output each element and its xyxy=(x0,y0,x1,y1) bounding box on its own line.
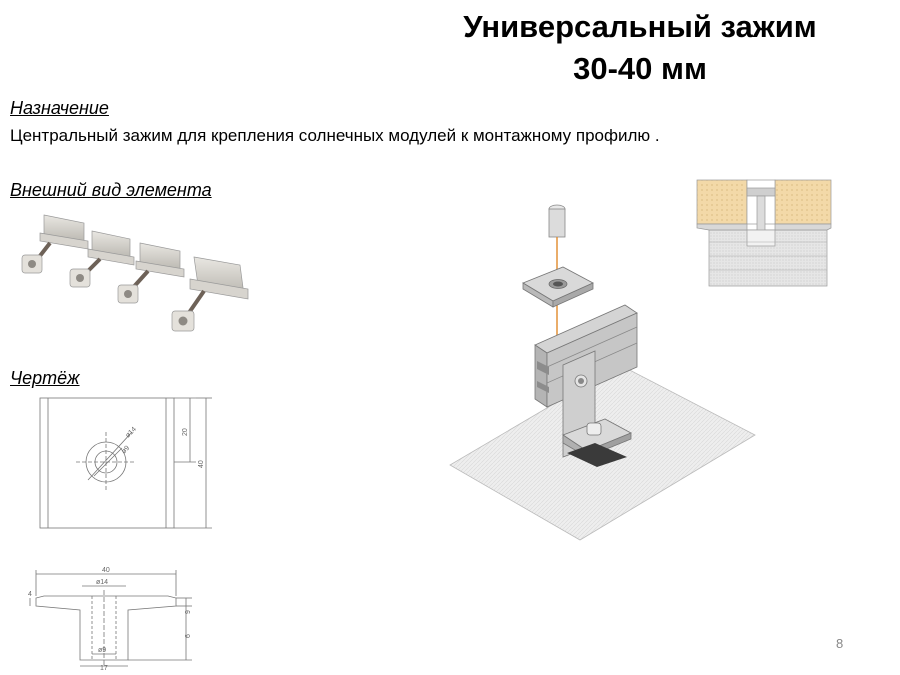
title-line-2: 30-40 мм xyxy=(573,51,707,86)
drawing-heading: Чертёж xyxy=(10,368,80,388)
drawing-side-view: 40 ø14 9 6 4 ø9 17 xyxy=(28,567,192,671)
l-bracket xyxy=(562,350,632,467)
clamp-item xyxy=(21,214,89,274)
dim-40-label: 40 xyxy=(102,567,110,574)
dim-17-label: 17 xyxy=(100,665,108,671)
assembly-illustration xyxy=(449,204,756,541)
dim-d14-label: ø14 xyxy=(96,579,108,586)
clamp-photo xyxy=(21,214,249,332)
purpose-heading: Назначение xyxy=(10,98,109,118)
dim-4-label: 4 xyxy=(28,591,32,598)
dim-d14-label: ø14 xyxy=(124,426,138,440)
dim-6-label: 6 xyxy=(185,634,192,638)
dim-d9-label: ø9 xyxy=(98,647,106,654)
clamp-item xyxy=(69,230,135,288)
dim-d9-label: ø9 xyxy=(120,445,131,456)
title-line-1: Универсальный зажим xyxy=(463,9,817,44)
purpose-text: Центральный зажим для крепления солнечны… xyxy=(10,126,660,145)
page-number: 8 xyxy=(836,636,844,651)
clamp-item xyxy=(117,242,185,304)
bolt-part xyxy=(548,204,566,238)
section-detail xyxy=(696,179,832,287)
slide-title: Универсальный зажим 30-40 мм xyxy=(430,6,850,90)
clamp-item xyxy=(171,256,249,332)
dim-20-label: 20 xyxy=(182,428,189,436)
clamp-plate-part xyxy=(522,266,594,308)
dim-40-label: 40 xyxy=(198,460,205,468)
appearance-heading: Внешний вид элемента xyxy=(10,180,212,200)
dim-9-label: 9 xyxy=(185,610,192,614)
drawing-top-view: ø14 ø9 20 40 xyxy=(39,397,212,529)
